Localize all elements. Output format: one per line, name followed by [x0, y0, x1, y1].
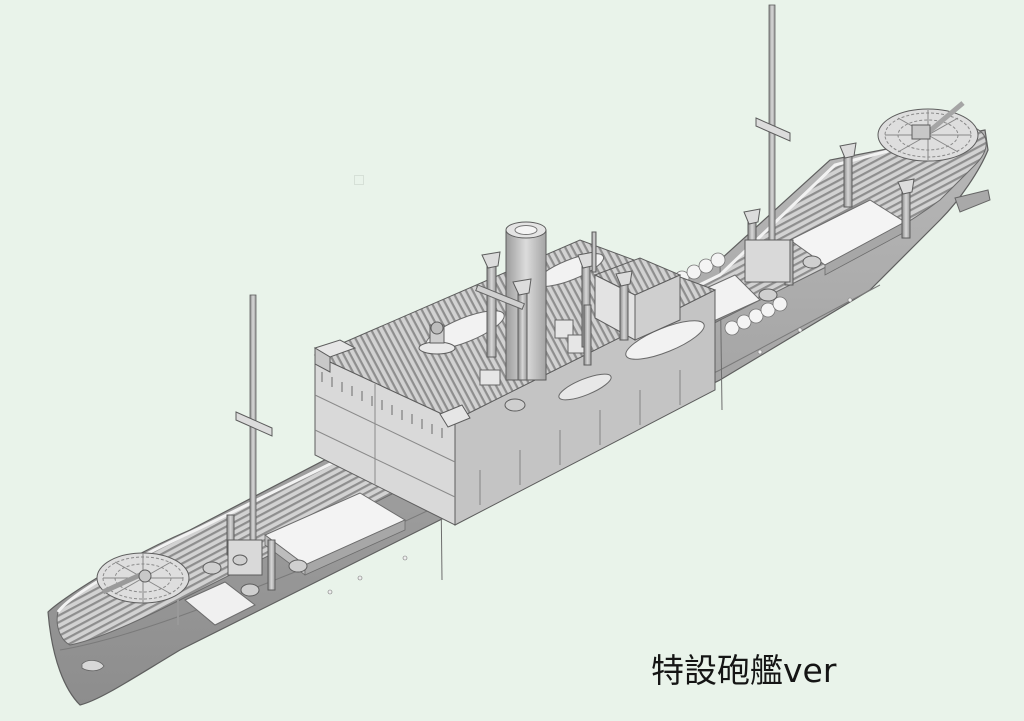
- mainmast: [744, 4, 791, 283]
- caption-text: 特設砲艦ver: [651, 651, 837, 690]
- stern-gun-platform: [877, 101, 979, 162]
- viewport-marker-icon: [354, 175, 364, 185]
- searchlight-platform: [418, 321, 456, 355]
- funnel-crossbar: [475, 284, 526, 310]
- bow-gun-platform: [96, 552, 190, 625]
- lifeboats: [425, 253, 705, 401]
- anchor-icon: [81, 660, 105, 672]
- winches: [202, 255, 822, 597]
- foremast: [227, 294, 273, 576]
